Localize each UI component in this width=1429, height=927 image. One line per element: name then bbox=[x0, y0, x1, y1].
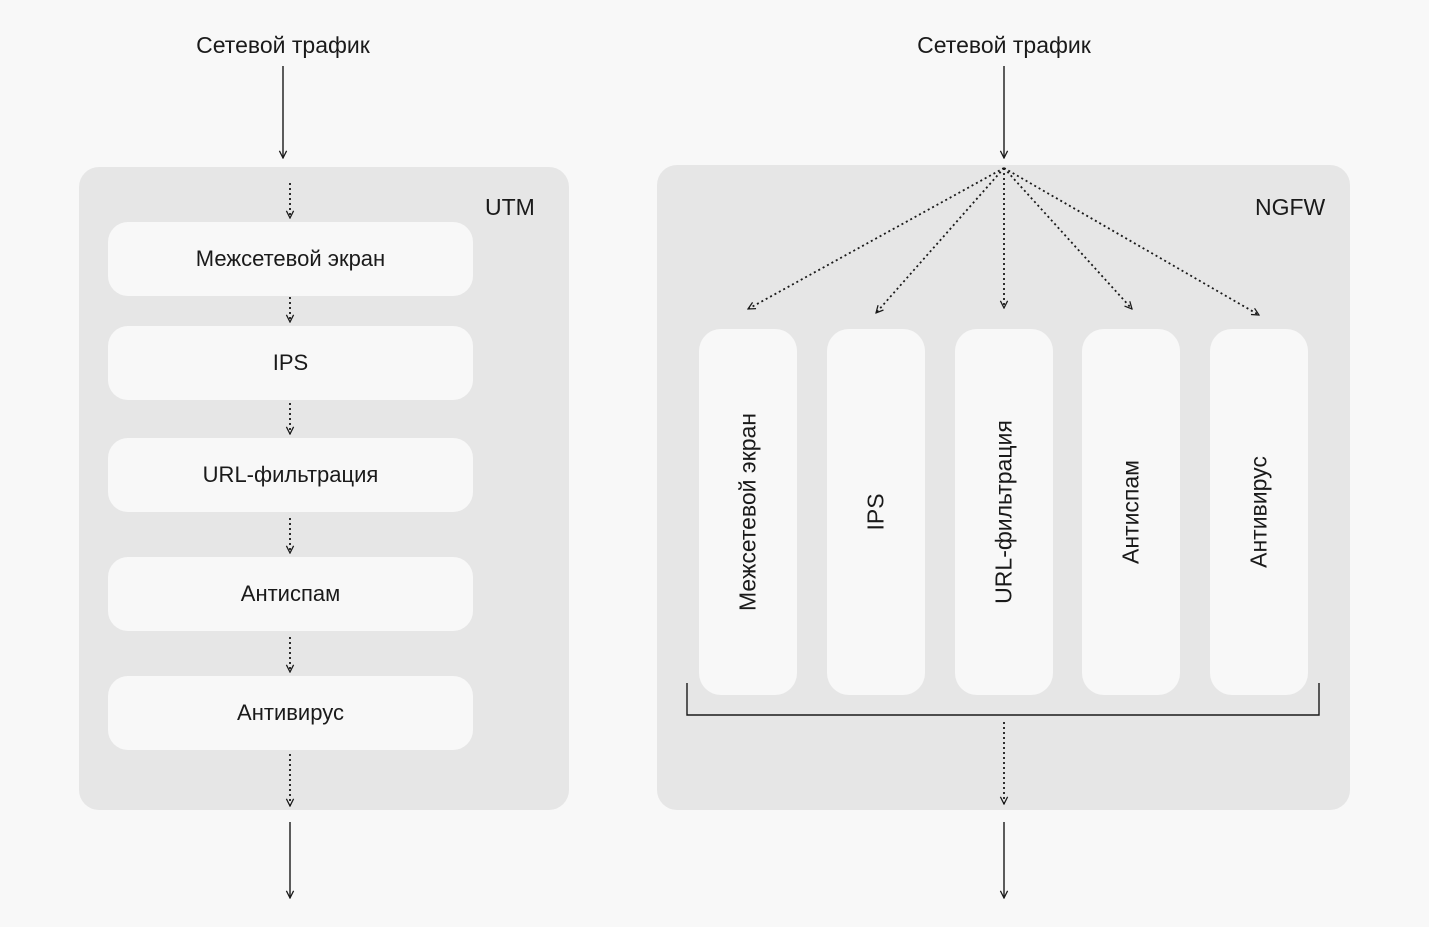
ngfw-fanout-arrow bbox=[876, 167, 1005, 313]
ngfw-module-ips: IPS bbox=[827, 329, 925, 695]
utm-input-label: Сетевой трафик bbox=[196, 32, 370, 58]
utm-module-url-filter: URL-фильтрация bbox=[108, 438, 473, 512]
ngfw-module-firewall: Межсетевой экран bbox=[699, 329, 797, 695]
utm-module-label: IPS bbox=[272, 350, 309, 375]
ngfw-module-url-filter: URL-фильтрация bbox=[955, 329, 1053, 695]
utm-module-label: URL-фильтрация bbox=[202, 462, 379, 487]
ngfw-input-label: Сетевой трафик bbox=[917, 32, 1091, 58]
utm-module-label: Антиспам bbox=[240, 581, 341, 606]
utm-module-label: Антивирус bbox=[237, 700, 344, 725]
ngfw-module-antispam: Антиспам bbox=[1082, 329, 1180, 695]
utm-module-antispam: Антиспам bbox=[108, 557, 473, 631]
utm-title: UTM bbox=[485, 194, 535, 220]
utm-module-ips: IPS bbox=[108, 326, 473, 400]
utm-module-antivirus: Антивирус bbox=[108, 676, 473, 750]
utm-module-firewall: Межсетевой экран bbox=[108, 222, 473, 296]
ngfw-fanout-arrow bbox=[1003, 167, 1132, 309]
utm-module-label: Межсетевой экран bbox=[195, 246, 386, 271]
ngfw-merge-bracket bbox=[686, 683, 1320, 716]
ngfw-fanout-arrow bbox=[1003, 167, 1259, 316]
ngfw-fanout-arrow bbox=[748, 167, 1005, 310]
ngfw-module-antivirus: Антивирус bbox=[1210, 329, 1308, 695]
ngfw-title: NGFW bbox=[1255, 194, 1326, 220]
